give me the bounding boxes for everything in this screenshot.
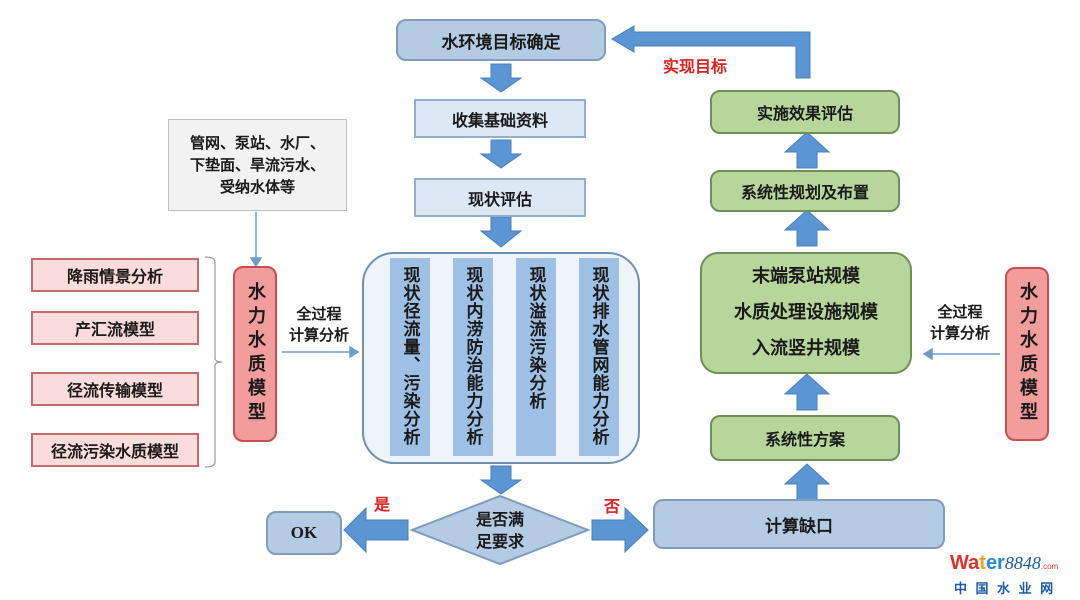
brand-subtitle: 中 国 水 业 网 bbox=[954, 582, 1056, 597]
arrow-up-scale-planning bbox=[783, 209, 831, 247]
planning-box: 系统性规划及布置 bbox=[710, 170, 900, 212]
process-analysis-right: 全过程 计算分析 bbox=[918, 300, 1002, 346]
arrow-down-assess-analysis bbox=[479, 216, 523, 248]
gap-box: 计算缺口 bbox=[653, 499, 945, 549]
bracket bbox=[204, 256, 223, 468]
model-item-label: 径流污染水质模型 bbox=[50, 442, 179, 461]
planning-label: 系统性规划及布置 bbox=[740, 183, 869, 202]
model-item-label: 降雨情景分析 bbox=[66, 267, 163, 286]
scale-line-1: 末端泵站规模 bbox=[752, 266, 860, 287]
evaluation-box: 实施效果评估 bbox=[710, 90, 900, 134]
analysis-column-4: 现状排水管网能力分析 bbox=[579, 258, 619, 456]
hydraulic-model-left: 水力水质模型 bbox=[233, 266, 277, 442]
ok-label: OK bbox=[290, 523, 318, 542]
arrow-down-goal-collect bbox=[479, 63, 523, 93]
data-sources-box: 管网、泵站、水厂、 下垫面、旱流污水、 受纳水体等 bbox=[168, 119, 347, 211]
gap-label: 计算缺口 bbox=[765, 516, 833, 537]
arrow-down-collect-assess bbox=[479, 139, 523, 169]
goal-box: 水环境目标确定 bbox=[396, 19, 606, 61]
arrow-feedback-to-goal bbox=[611, 25, 811, 79]
current-assessment-label: 现状评估 bbox=[467, 189, 532, 209]
arrow-down-analysis-decision bbox=[479, 465, 523, 495]
brand-wa: Wa bbox=[950, 552, 980, 574]
sources-line-2: 下垫面、旱流污水、 bbox=[189, 156, 325, 174]
yes-text: 是 bbox=[373, 495, 390, 514]
analysis-column-3-label: 现状溢流污染分析 bbox=[525, 266, 546, 410]
process-left-line-2: 计算分析 bbox=[288, 326, 349, 344]
brand-num: 8848 bbox=[1004, 553, 1041, 573]
model-item-runoff-pollution: 径流污染水质模型 bbox=[31, 433, 199, 467]
process-left-line-1: 全过程 bbox=[296, 305, 342, 323]
arrow-up-planning-eval bbox=[783, 131, 831, 169]
watermark-logo: Water8848.com 中 国 水 业 网 bbox=[950, 552, 1075, 597]
process-right-line-1: 全过程 bbox=[937, 303, 983, 321]
analysis-column-2: 现状内涝防治能力分析 bbox=[453, 258, 493, 456]
current-assessment-box: 现状评估 bbox=[414, 178, 586, 217]
analysis-column-4-label: 现状排水管网能力分析 bbox=[588, 266, 609, 446]
system-scheme-box: 系统性方案 bbox=[710, 415, 900, 461]
no-label: 否 bbox=[600, 494, 624, 516]
hydraulic-model-right: 水力水质模型 bbox=[1005, 267, 1049, 441]
analysis-column-2-label: 现状内涝防治能力分析 bbox=[462, 266, 483, 446]
analysis-column-1: 现状径流量、污染分析 bbox=[390, 258, 430, 456]
decision-line-1: 是否满 bbox=[475, 510, 524, 529]
evaluation-label: 实施效果评估 bbox=[756, 104, 853, 123]
model-item-label: 产汇流模型 bbox=[74, 320, 155, 339]
hydraulic-model-right-label: 水力水质模型 bbox=[1017, 282, 1038, 426]
model-item-runoff-transport: 径流传输模型 bbox=[31, 372, 199, 406]
system-scheme-label: 系统性方案 bbox=[764, 430, 845, 449]
brand-t: t bbox=[979, 552, 986, 574]
sources-line-3: 受纳水体等 bbox=[219, 178, 295, 196]
achieve-goal-text: 实现目标 bbox=[662, 57, 727, 76]
process-analysis-left: 全过程 计算分析 bbox=[278, 302, 360, 348]
scale-line-2: 水质处理设施规模 bbox=[734, 302, 878, 323]
achieve-goal-label: 实现目标 bbox=[650, 54, 740, 76]
goal-label: 水环境目标确定 bbox=[441, 32, 561, 53]
yes-label: 是 bbox=[370, 492, 394, 514]
collect-data-box: 收集基础资料 bbox=[414, 99, 586, 138]
decision-diamond bbox=[409, 494, 591, 566]
model-item-runoff-generation: 产汇流模型 bbox=[31, 311, 199, 345]
arrow-up-scheme-scale bbox=[783, 373, 831, 411]
model-item-rainfall: 降雨情景分析 bbox=[31, 258, 199, 292]
sources-line-1: 管网、泵站、水厂、 bbox=[189, 134, 325, 152]
scale-box: 末端泵站规模 水质处理设施规模 入流竖井规模 bbox=[700, 252, 912, 374]
collect-data-label: 收集基础资料 bbox=[451, 110, 548, 130]
arrow-right-to-gap bbox=[591, 506, 649, 554]
arrow-left-to-ok bbox=[343, 506, 409, 554]
brand-er: er bbox=[985, 552, 1005, 574]
decision-line-2: 足要求 bbox=[475, 532, 524, 551]
scale-line-3: 入流竖井规模 bbox=[752, 338, 860, 359]
ok-box: OK bbox=[266, 511, 342, 555]
analysis-column-1-label: 现状径流量、污染分析 bbox=[399, 266, 420, 446]
hydraulic-model-left-label: 水力水质模型 bbox=[245, 282, 266, 426]
no-text: 否 bbox=[603, 497, 620, 516]
model-item-label: 径流传输模型 bbox=[66, 381, 163, 400]
brand-com: .com bbox=[1040, 562, 1059, 571]
process-right-line-2: 计算分析 bbox=[929, 324, 990, 342]
analysis-column-3: 现状溢流污染分析 bbox=[516, 258, 556, 456]
decision-label: 是否满 足要求 bbox=[440, 506, 560, 556]
arrow-up-gap-scheme bbox=[783, 463, 831, 501]
